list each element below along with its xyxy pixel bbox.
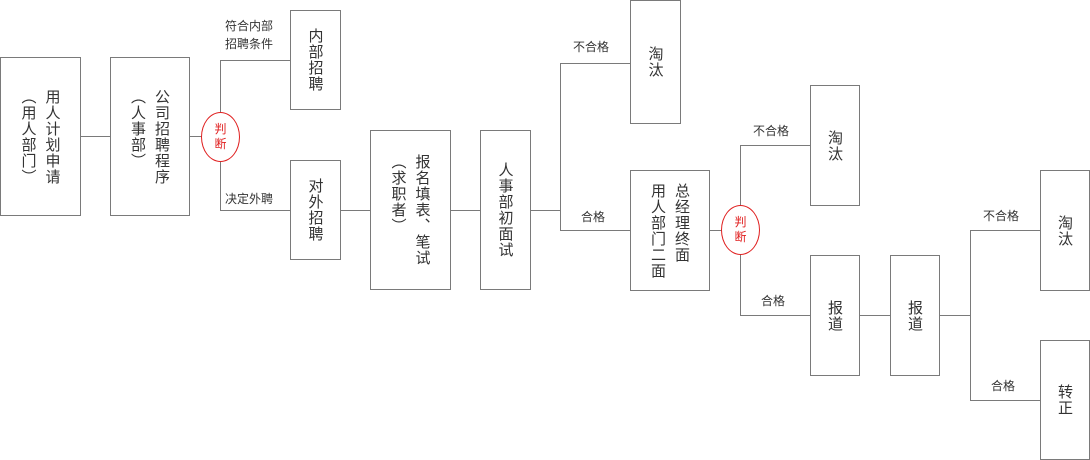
node-text: 内部招聘 — [306, 28, 325, 92]
label-fail: 不合格 — [753, 124, 790, 138]
node-line: 用人部门二面 — [649, 182, 667, 279]
node-hr-interview[interactable]: 人事部初面试 — [480, 130, 531, 290]
decision-node-1[interactable]: 判断 — [201, 112, 240, 162]
node-external-recruit[interactable]: 对外招聘 — [290, 160, 341, 260]
node-report[interactable]: 报道 — [890, 255, 940, 376]
node-reject[interactable]: 淘汰 — [630, 0, 681, 124]
node-text: 报名填表、笔试 （求职者） — [387, 154, 435, 266]
node-report[interactable]: 报道 — [810, 255, 860, 376]
decision-text: 断 — [214, 137, 227, 151]
label-pass: 合格 — [761, 294, 786, 308]
node-second-interview[interactable]: 总经理终面用人部门二面 — [630, 170, 710, 291]
node-line: 总经理终面 — [673, 182, 691, 263]
node-text: 人事部初面试 — [496, 162, 515, 258]
node-reject[interactable]: 淘汰 — [810, 85, 860, 206]
node-regularization[interactable]: 转正 — [1040, 340, 1090, 460]
node-text: 总经理终面用人部门二面 — [646, 183, 694, 279]
node-text: 报道 — [906, 299, 924, 332]
node-line: 报名填表、笔试 — [413, 154, 432, 266]
label-pass: 合格 — [581, 210, 606, 224]
decision-text: 判 — [214, 122, 227, 136]
decision-text: 判 — [734, 215, 747, 229]
label-fail: 不合格 — [983, 209, 1020, 223]
node-text: 用人计划申请 （用人部门） — [17, 89, 65, 185]
node-line: （用人部门） — [19, 88, 38, 185]
node-text: 对外招聘 — [306, 178, 325, 242]
node-text: 公司招聘程序 （人事部） — [126, 89, 174, 185]
label-external-decision: 决定外聘 — [225, 192, 274, 206]
node-text: 报道 — [826, 299, 844, 332]
label-fail: 不合格 — [573, 40, 610, 54]
node-line: （求职者） — [389, 154, 408, 234]
node-line: （人事部） — [129, 88, 147, 169]
node-plan-application[interactable]: 用人计划申请 （用人部门） — [0, 57, 81, 216]
label-line: 招聘条件 — [225, 37, 274, 51]
node-text: 转正 — [1056, 384, 1074, 416]
node-text: 淘汰 — [826, 129, 844, 162]
node-text: 淘汰 — [646, 46, 665, 78]
decision-text: 断 — [734, 230, 747, 244]
node-reject[interactable]: 淘汰 — [1040, 170, 1090, 291]
node-internal-recruit[interactable]: 内部招聘 — [290, 10, 341, 110]
node-line: 公司招聘程序 — [153, 88, 171, 185]
label-line: 符合内部 — [225, 19, 274, 33]
node-recruit-procedure[interactable]: 公司招聘程序 （人事部） — [110, 57, 190, 216]
node-application-test[interactable]: 报名填表、笔试 （求职者） — [370, 130, 451, 290]
node-line: 用人计划申请 — [43, 88, 62, 185]
node-text: 淘汰 — [1056, 214, 1074, 247]
decision-node-2[interactable]: 判断 — [721, 205, 760, 255]
label-pass: 合格 — [991, 379, 1016, 393]
label-internal-condition: 符合内部招聘条件 — [225, 17, 273, 53]
